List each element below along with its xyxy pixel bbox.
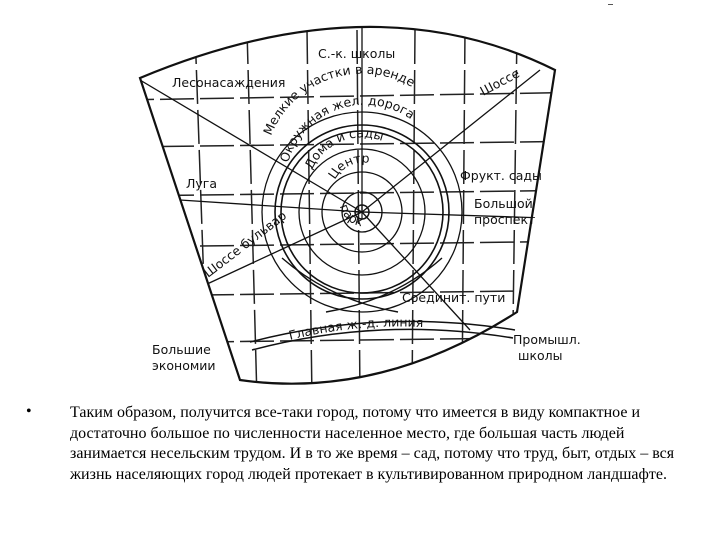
- garden-city-diagram: С.-к. школы Лесонасаждения Шоссе Мелкие …: [138, 25, 581, 385]
- center-ring: [321, 171, 403, 253]
- label-park: парк: [337, 202, 365, 229]
- sector-outline: [138, 25, 557, 385]
- label-big-economies-1: Большие: [152, 342, 211, 357]
- label-forest: Лесонасаждения: [172, 75, 285, 90]
- bullet-marker: •: [26, 403, 32, 420]
- ring-railway-outer: [274, 124, 450, 300]
- label-boulevard: Шоссе бульвар: [201, 208, 290, 281]
- label-fruit-gardens: Фрукт. сады: [460, 168, 542, 183]
- small-plots-ring: [261, 111, 463, 313]
- ring-railway-inner: [280, 130, 444, 294]
- park-ring: [341, 191, 383, 233]
- label-big-avenue-2: проспект: [474, 212, 535, 227]
- label-connecting-tracks: Соединит. пути: [402, 290, 505, 305]
- main-railway-line: [249, 320, 516, 351]
- connecting-tracks-lines: [281, 257, 443, 313]
- houses-ring: [298, 148, 426, 276]
- label-industrial-1: Промышл.: [513, 332, 581, 347]
- label-meadows: Луга: [186, 176, 217, 191]
- label-center: Центр: [325, 150, 370, 181]
- scan-mark: [608, 4, 613, 5]
- label-schools: С.-к. школы: [318, 46, 395, 61]
- label-big-economies-2: экономии: [152, 358, 216, 373]
- label-big-avenue-1: Большой: [474, 196, 533, 211]
- label-industrial-2: школы: [518, 348, 563, 363]
- body-paragraph: Таким образом, получится все-таки город,…: [70, 404, 675, 483]
- radial-roads: [140, 26, 546, 331]
- label-main-rail: Главная ж.-д. линия: [287, 314, 423, 342]
- concentric-rings: [261, 111, 463, 313]
